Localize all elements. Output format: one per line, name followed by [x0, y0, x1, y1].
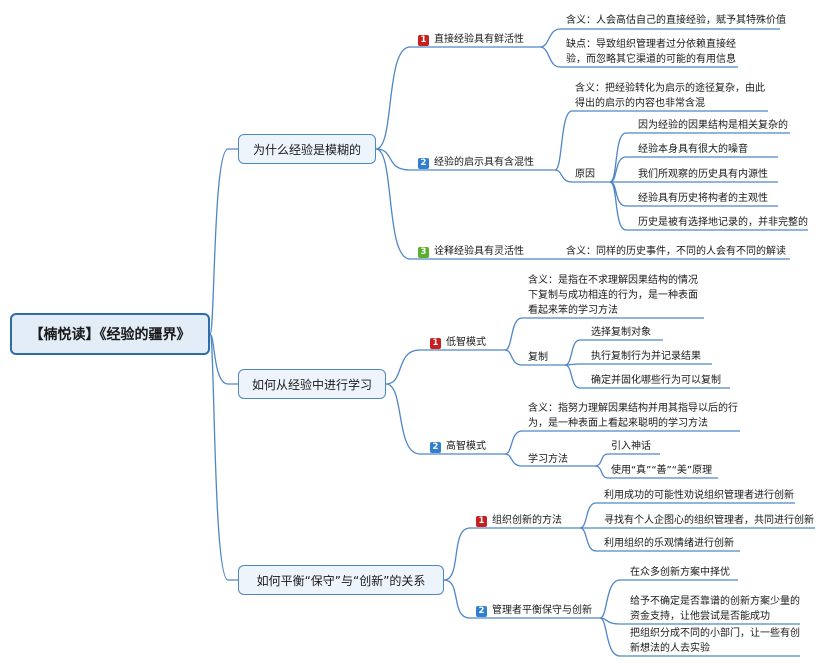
leaf-method-item[interactable]: 使用“真”“善”“美”原理: [611, 465, 713, 476]
subtopic-direct-experience[interactable]: 1 直接经验具有鲜活性: [418, 33, 524, 47]
leaf-reason-item[interactable]: 因为经验的因果结构是相关复杂的: [638, 120, 788, 131]
leaf-copy[interactable]: 复制: [528, 352, 548, 363]
leaf-reason-item[interactable]: 我们所观察的历史具有内源性: [638, 169, 768, 180]
leaf-copy-step[interactable]: 选择复制对象: [591, 327, 651, 338]
leaf-copy-step[interactable]: 执行复制行为并记录结果: [591, 351, 701, 362]
subtopic-label: 低智模式: [446, 337, 486, 348]
leaf-innovation-item[interactable]: 寻找有个人企图心的组织管理者，共同进行创新: [604, 515, 814, 526]
branch-balance-label: 如何平衡“保守”与“创新”的关系: [256, 573, 426, 588]
leaf-innovation-item[interactable]: 利用成功的可能性劝说组织管理者进行创新: [604, 490, 794, 501]
subtopic-high-intelligence[interactable]: 2 高智模式: [430, 440, 486, 454]
number-badge: 3: [418, 246, 429, 258]
subtopic-ambiguous-lessons[interactable]: 2 经验的启示具有含混性: [418, 156, 534, 170]
leaf-learning-method[interactable]: 学习方法: [528, 454, 568, 465]
number-badge: 1: [430, 337, 441, 349]
subtopic-label: 管理者平衡保守与创新: [492, 605, 592, 616]
branch-why-fuzzy-label: 为什么经验是模糊的: [252, 142, 361, 157]
leaf-meaning[interactable]: 含义：指努力理解因果结构并用其指导以后的行为，是一种表面上看起来聪明的学习方法: [528, 403, 738, 429]
root-topic-label: 【楠悦读】《经验的疆界》: [29, 327, 191, 343]
number-badge: 1: [476, 515, 487, 527]
subtopic-label: 经验的启示具有含混性: [434, 157, 534, 168]
leaf-reason-item[interactable]: 经验本身具有很大的噪音: [638, 144, 748, 155]
leaf-drawback[interactable]: 缺点：导致组织管理者过分依赖直接经验，而忽略其它渠道的可能的有用信息: [566, 39, 736, 65]
number-badge: 2: [418, 157, 429, 169]
leaf-balance-item[interactable]: 给予不确定是否靠谱的创新方案少量的资金支持，让他尝试是否能成功: [630, 596, 800, 622]
leaf-copy-step[interactable]: 确定并固化哪些行为可以复制: [591, 375, 721, 386]
root-topic[interactable]: 【楠悦读】《经验的疆界》: [10, 313, 210, 355]
number-badge: 2: [430, 441, 441, 453]
subtopic-label: 直接经验具有鲜活性: [434, 34, 524, 45]
leaf-innovation-item[interactable]: 利用组织的乐观情绪进行创新: [604, 538, 734, 549]
leaf-meaning[interactable]: 含义：同样的历史事件，不同的人会有不同的解读: [566, 246, 786, 257]
leaf-reason-item[interactable]: 历史是被有选择地记录的，并非完整的: [638, 217, 808, 228]
leaf-balance-item[interactable]: 把组织分成不同的小部门，让一些有创新想法的人去实验: [630, 628, 800, 654]
branch-why-fuzzy[interactable]: 为什么经验是模糊的: [238, 134, 376, 164]
leaf-meaning[interactable]: 含义：人会高估自己的直接经验，赋予其特殊价值: [566, 15, 786, 26]
leaf-reason-item[interactable]: 经验具有历史将构者的主观性: [638, 193, 768, 204]
number-badge: 2: [476, 605, 487, 617]
subtopic-flexible-interpretation[interactable]: 3 诠释经验具有灵活性: [418, 245, 524, 259]
subtopic-manager-balance[interactable]: 2 管理者平衡保守与创新: [476, 604, 592, 618]
subtopic-label: 诠释经验具有灵活性: [434, 246, 524, 257]
branch-how-learn[interactable]: 如何从经验中进行学习: [238, 369, 386, 399]
subtopic-innovation-methods[interactable]: 1 组织创新的方法: [476, 514, 562, 528]
leaf-method-item[interactable]: 引入神话: [611, 441, 651, 452]
leaf-balance-item[interactable]: 在众多创新方案中择优: [630, 567, 730, 578]
subtopic-label: 高智模式: [446, 441, 486, 452]
branch-balance[interactable]: 如何平衡“保守”与“创新”的关系: [238, 565, 444, 595]
leaf-meaning[interactable]: 含义：是指在不求理解因果结构的情况下复制与成功相连的行为，是一种表面看起来笨的学…: [528, 275, 698, 316]
leaf-meaning[interactable]: 含义：把经验转化为启示的途径复杂，由此得出的启示的内容也非常含混: [575, 83, 765, 109]
number-badge: 1: [418, 34, 429, 46]
subtopic-label: 组织创新的方法: [492, 515, 562, 526]
branch-how-learn-label: 如何从经验中进行学习: [251, 377, 372, 392]
leaf-reason[interactable]: 原因: [575, 169, 595, 180]
subtopic-low-intelligence[interactable]: 1 低智模式: [430, 336, 486, 350]
